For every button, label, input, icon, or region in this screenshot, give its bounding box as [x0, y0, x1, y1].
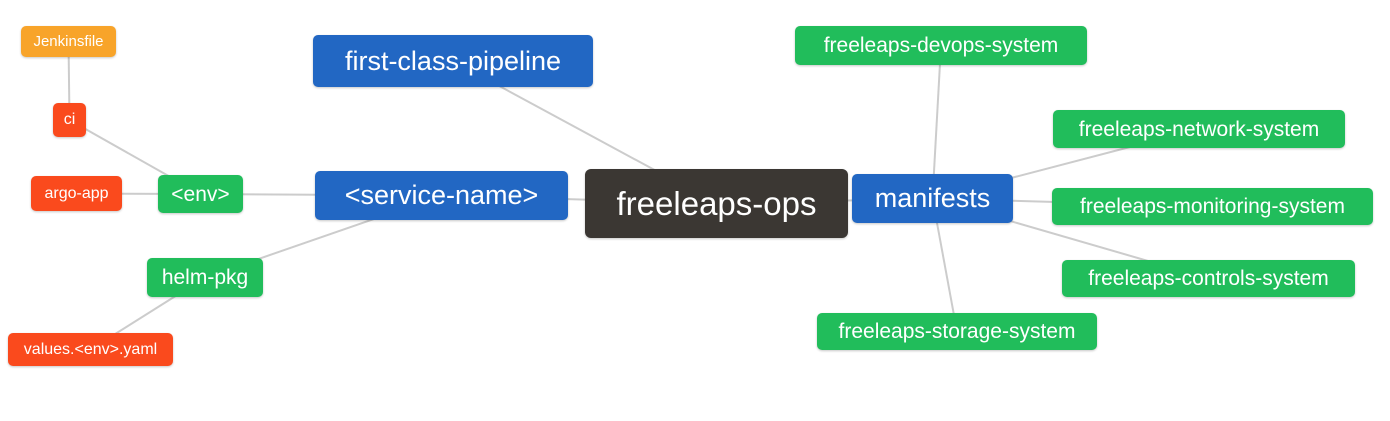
node-manifests[interactable]: manifests — [852, 174, 1013, 223]
node-helm-pkg[interactable]: helm-pkg — [147, 258, 263, 297]
node-freeleaps-network-system[interactable]: freeleaps-network-system — [1053, 110, 1345, 148]
node-env[interactable]: <env> — [158, 175, 243, 213]
node-freeleaps-controls-system[interactable]: freeleaps-controls-system — [1062, 260, 1355, 297]
node-service-name[interactable]: <service-name> — [315, 171, 568, 220]
node-freeleaps-devops-system[interactable]: freeleaps-devops-system — [795, 26, 1087, 65]
node-freeleaps-storage-system[interactable]: freeleaps-storage-system — [817, 313, 1097, 350]
node-jenkinsfile[interactable]: Jenkinsfile — [21, 26, 116, 57]
node-argo-app[interactable]: argo-app — [31, 176, 122, 211]
edge-manifests--freeleaps-devops-system — [931, 45, 942, 199]
node-first-class-pipeline[interactable]: first-class-pipeline — [313, 35, 593, 87]
node-values-env-yaml[interactable]: values.<env>.yaml — [8, 333, 173, 366]
node-freeleaps-monitoring-system[interactable]: freeleaps-monitoring-system — [1052, 188, 1373, 225]
node-ci[interactable]: ci — [53, 103, 86, 137]
node-freeleaps-ops[interactable]: freeleaps-ops — [585, 169, 848, 238]
